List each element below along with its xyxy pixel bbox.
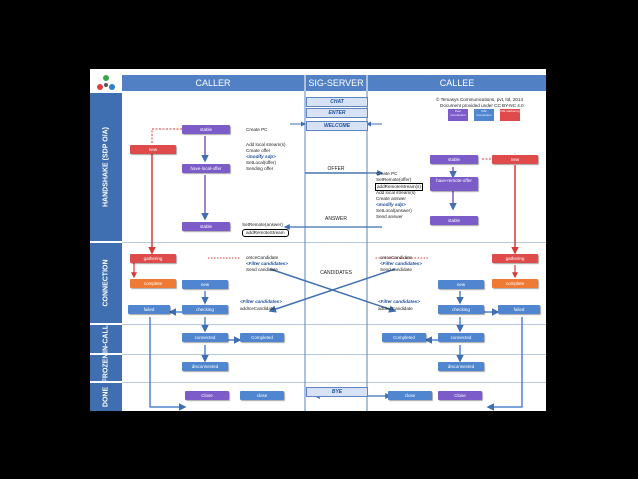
- callee-note-filter2: <Filter candidates>: [378, 299, 420, 305]
- callee-note-send-candidate: Send candidate: [380, 267, 412, 272]
- connection-arrows: [131, 75, 523, 411]
- caller-note-filter2-text: <Filter candidates>: [240, 299, 282, 304]
- caller-note-add-ice: addIceCandidate: [240, 306, 275, 311]
- caller-complete: complete: [130, 279, 176, 288]
- sig-server-header: SIG-SERVER: [306, 75, 366, 91]
- copyright-line1: © Temasys Communications, pvt, ltd, 2014: [436, 97, 524, 102]
- caller-note-send-candidate: Send candidate: [246, 267, 278, 272]
- caller-ice-new: new: [182, 280, 228, 289]
- callee-note-modify-sdp: <modify sdp>: [376, 202, 406, 208]
- lane-divider: [122, 354, 546, 355]
- callee-note-modify-sdp-text: <modify sdp>: [376, 202, 406, 207]
- callee-note-set-local: SetLocal(answer): [376, 208, 412, 213]
- lane-connection: CONNECTION: [90, 243, 122, 323]
- legend-peer-connection: Peer Connection: [448, 109, 468, 121]
- legend-ice-connection: ICE Connection: [474, 109, 494, 121]
- signal-candidates: CANDIDATES: [306, 270, 366, 276]
- callee-state-new: new: [492, 155, 538, 164]
- callee-ice-connected: connected: [438, 333, 484, 342]
- signal-answer: ANSWER: [325, 216, 347, 222]
- caller-ice-disconnected: disconnected: [182, 362, 228, 371]
- callee-note-create-pc: Create PC: [376, 171, 398, 176]
- lane-frozen: FROZEN: [90, 354, 122, 382]
- copyright-line2: Document provided under CC BY-NC 4.0: [440, 103, 524, 108]
- caller-note-sending-offer: Sending offer: [246, 166, 274, 171]
- caller-state-have-local-offer: have-local-offer: [182, 164, 230, 173]
- signal-offer: OFFER: [327, 166, 345, 172]
- signal-bye: BYE: [306, 387, 368, 397]
- caller-state-close: Close: [185, 391, 229, 400]
- callee-ice-close: close: [388, 391, 432, 400]
- caller-note-onice: onIceCandidate: [246, 255, 279, 260]
- signal-chat: CHAT: [306, 97, 368, 107]
- temasys-logo: [96, 74, 116, 94]
- callee-state-stable: stable: [430, 155, 478, 164]
- caller-gathering: gathering: [130, 254, 176, 263]
- caller-ice-checking: checking: [182, 305, 228, 314]
- lane-done: DONE: [90, 383, 122, 411]
- caller-note-create-offer: Create offer: [246, 148, 271, 153]
- signal-enter: ENTER: [306, 108, 368, 118]
- callee-note-add-remote: addRemoteStream(s): [375, 183, 423, 191]
- lane-divider: [122, 382, 546, 383]
- caller-note-create-pc: Create PC: [246, 127, 268, 132]
- caller-ice-connected: connected: [182, 333, 228, 342]
- callee-state-stable-answered: stable: [430, 216, 478, 225]
- caller-state-stable-answered: stable: [182, 222, 230, 231]
- caller-note-modify-sdp-text: <modify sdp>: [246, 154, 276, 159]
- callee-ice-new: new: [438, 280, 484, 289]
- signal-welcome: WELCOME: [306, 121, 368, 131]
- caller-note-modify-sdp: <modify sdp>: [246, 154, 276, 160]
- caller-note-set-remote: SetRemote(answer): [242, 222, 283, 227]
- callee-gathering: gathering: [492, 254, 538, 263]
- callee-note-filter1: <Filter candidates>: [380, 261, 422, 267]
- caller-state-new: new: [130, 145, 176, 154]
- caller-note-filter1-text: <Filter candidates>: [246, 261, 288, 266]
- callee-note-onice: onIceCandidate: [380, 255, 413, 260]
- callee-note-send-answer: Send answer: [376, 214, 403, 219]
- caller-note-add-stream: Add local stream(s): [246, 142, 286, 147]
- callee-header: CALLEE: [368, 75, 546, 91]
- caller-ice-completed: Completed: [240, 333, 284, 342]
- callee-ice-checking: checking: [438, 305, 484, 314]
- callee-ice-completed: Completed: [382, 333, 426, 342]
- diagram-slide: CALLER SIG-SERVER CALLEE HANDSHAKE (SDP …: [90, 69, 546, 411]
- caller-note-set-local: SetLocal(offer): [246, 160, 277, 165]
- callee-note-add-ice: addIceCandidate: [378, 306, 413, 311]
- callee-note-set-remote: SetRemote(offer): [376, 177, 412, 182]
- lane-handshake: HANDSHAKE (SDP O/A): [90, 93, 122, 241]
- caller-note-add-remote: addRemoteStream: [242, 229, 289, 237]
- lane-divider: [122, 242, 546, 243]
- caller-note-filter2: <Filter candidates>: [240, 299, 282, 305]
- caller-state-stable: stable: [182, 125, 230, 134]
- callee-complete: complete: [492, 279, 538, 288]
- callee-note-add-stream: Add local stream(s): [376, 190, 416, 195]
- callee-note-filter2-text: <Filter candidates>: [378, 299, 420, 304]
- callee-ice-failed: failed: [498, 305, 540, 314]
- callee-note-filter1-text: <Filter candidates>: [380, 261, 422, 266]
- callee-note-create-answer: Create answer: [376, 196, 406, 201]
- callee-state-close: Close: [438, 391, 482, 400]
- lane-divider: [122, 324, 546, 325]
- callee-state-have-remote-offer: have-remote-offer: [430, 177, 478, 191]
- caller-ice-failed: failed: [128, 305, 170, 314]
- caller-ice-close: close: [240, 391, 284, 400]
- legend-ice-gathering: ICE Gathering: [500, 109, 520, 121]
- callee-ice-disconnected: disconnected: [438, 362, 484, 371]
- caller-note-filter1: <Filter candidates>: [246, 261, 288, 267]
- lane-incall: IN-CALL: [90, 325, 122, 353]
- caller-header: CALLER: [122, 75, 304, 91]
